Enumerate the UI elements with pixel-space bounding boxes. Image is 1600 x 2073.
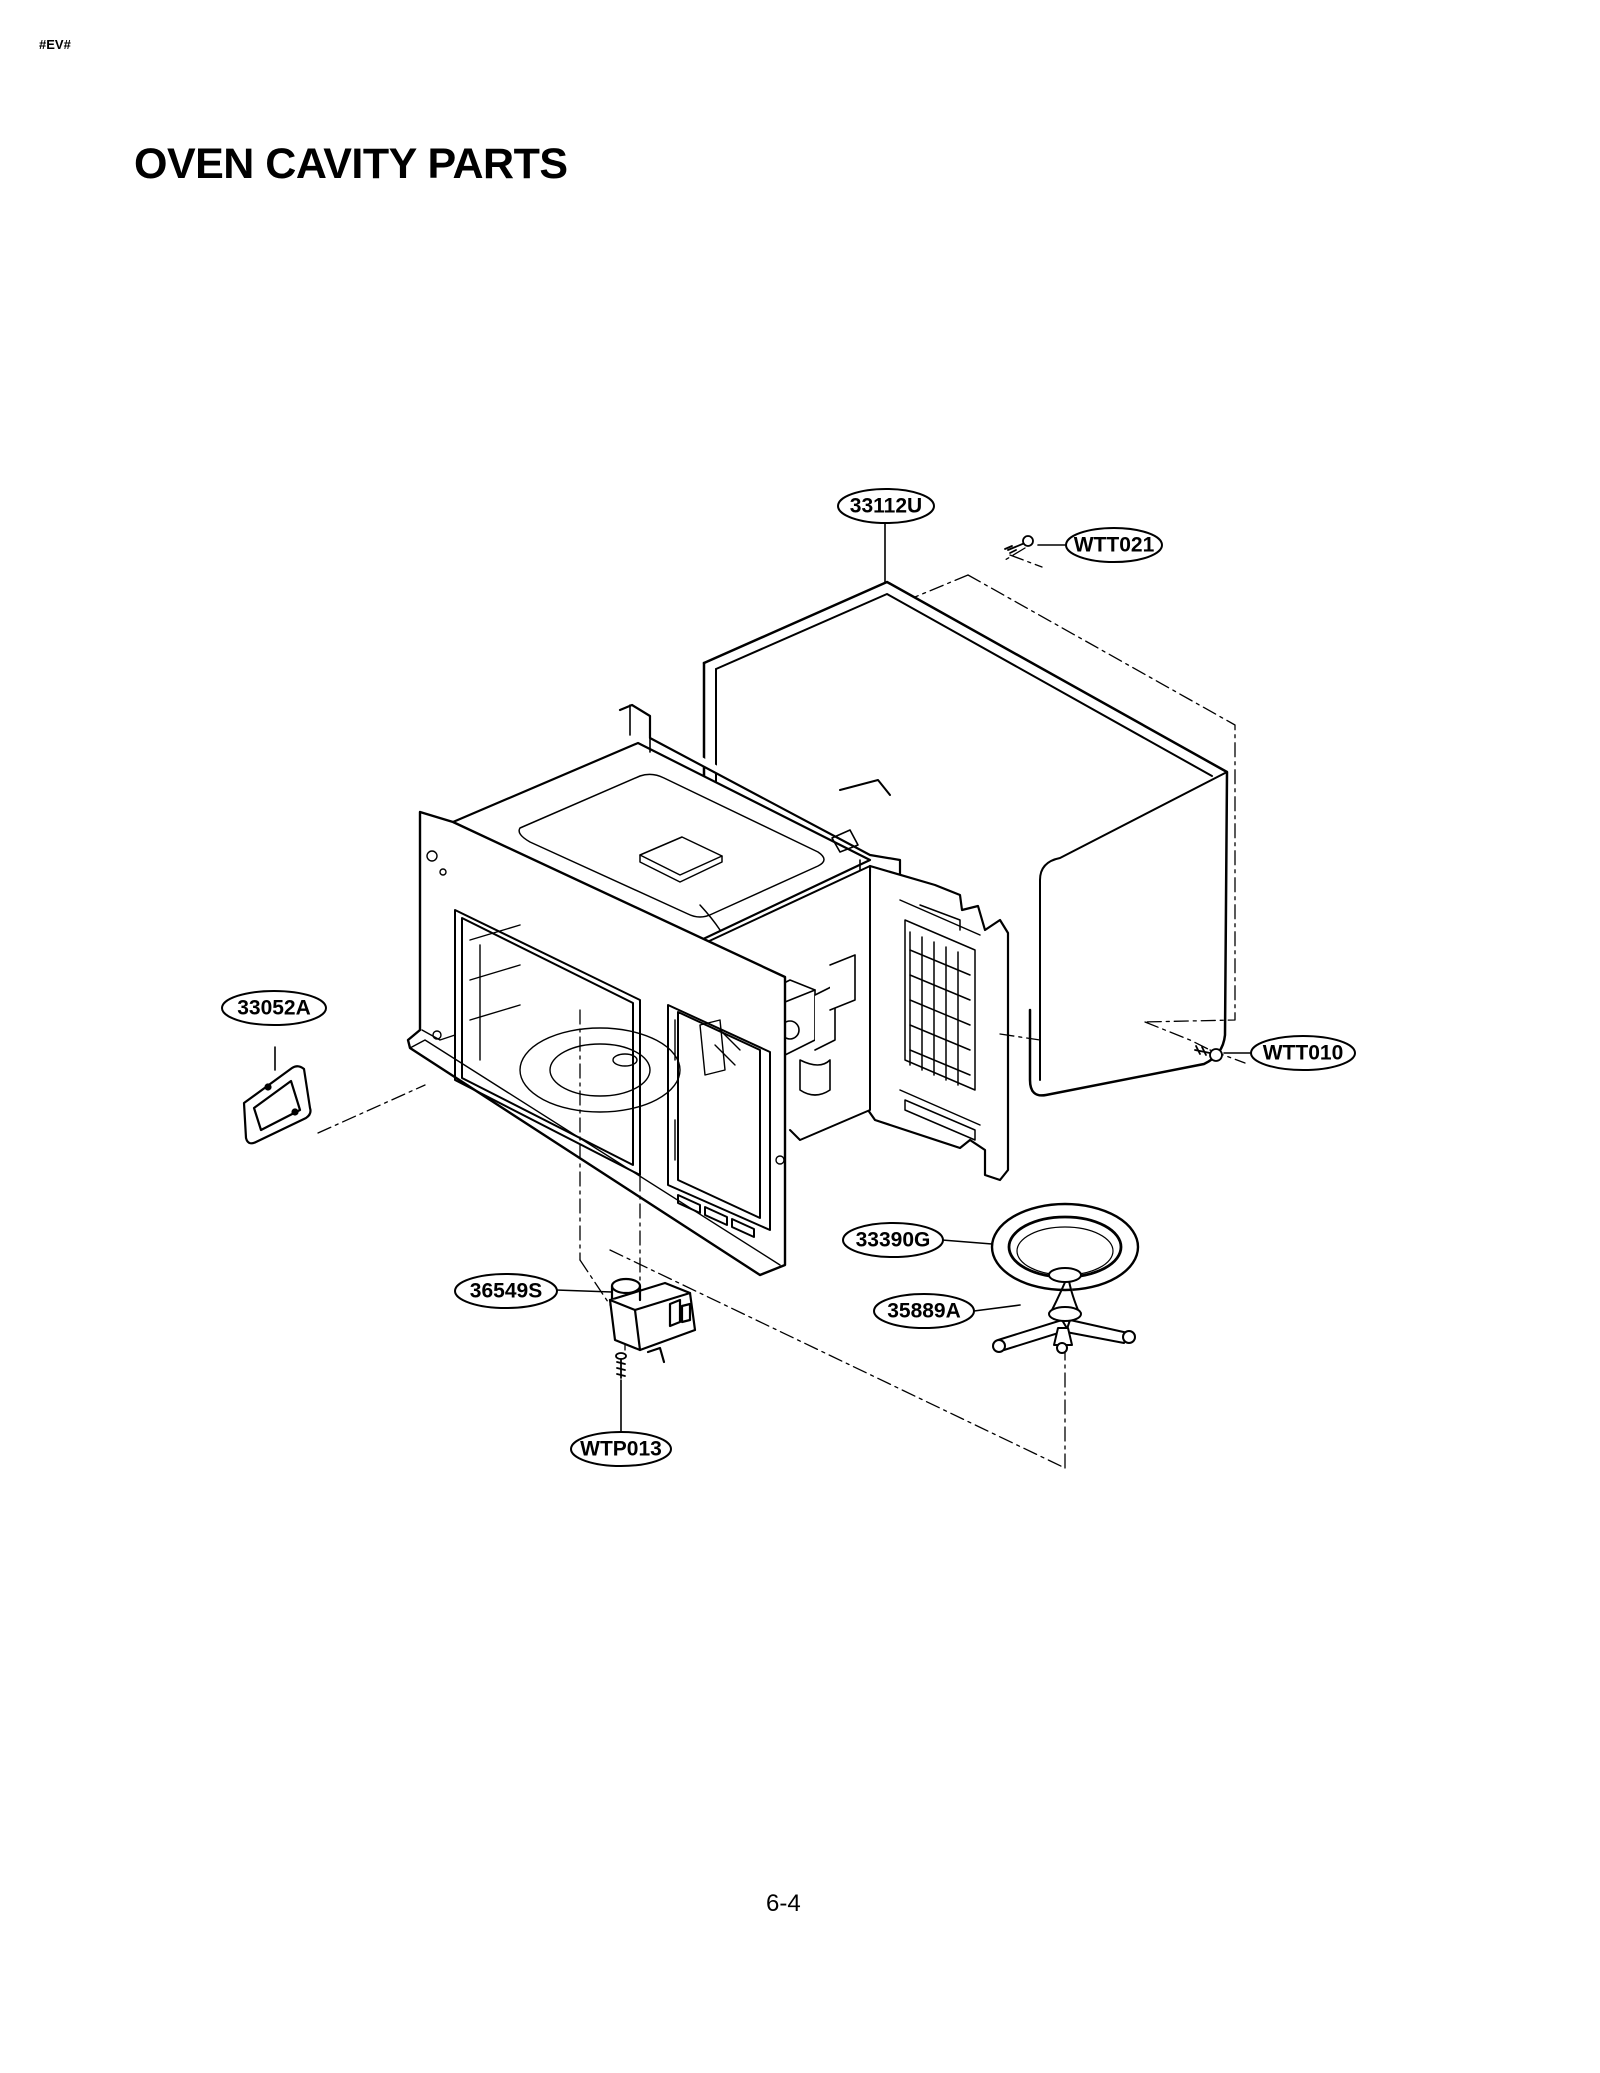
part-label-wtt021: WTT021 [1074, 534, 1155, 557]
part-label-33390g: 33390G [856, 1229, 931, 1252]
document-tag: #EV# [39, 37, 71, 52]
roller-guide-drawing [992, 1267, 1136, 1354]
screw-wtp013-drawing [615, 1352, 627, 1379]
screw-wtt021-drawing [1004, 535, 1034, 554]
part-label-35889a: 35889A [887, 1300, 961, 1323]
part-label-33052a: 33052A [237, 997, 311, 1020]
page-number: 6-4 [766, 1890, 801, 1917]
cover-drawing [242, 1065, 312, 1145]
part-label-36549s: 36549S [470, 1280, 542, 1303]
turntable-motor-drawing [608, 1277, 697, 1364]
back-frame-drawing [866, 864, 1010, 1182]
part-label-wtt010: WTT010 [1263, 1042, 1344, 1065]
part-label-wtp013: WTP013 [580, 1438, 662, 1461]
part-label-33112u: 33112U [850, 495, 922, 518]
page-title: OVEN CAVITY PARTS [134, 140, 568, 188]
screw-wtt010-drawing [1194, 1045, 1223, 1062]
